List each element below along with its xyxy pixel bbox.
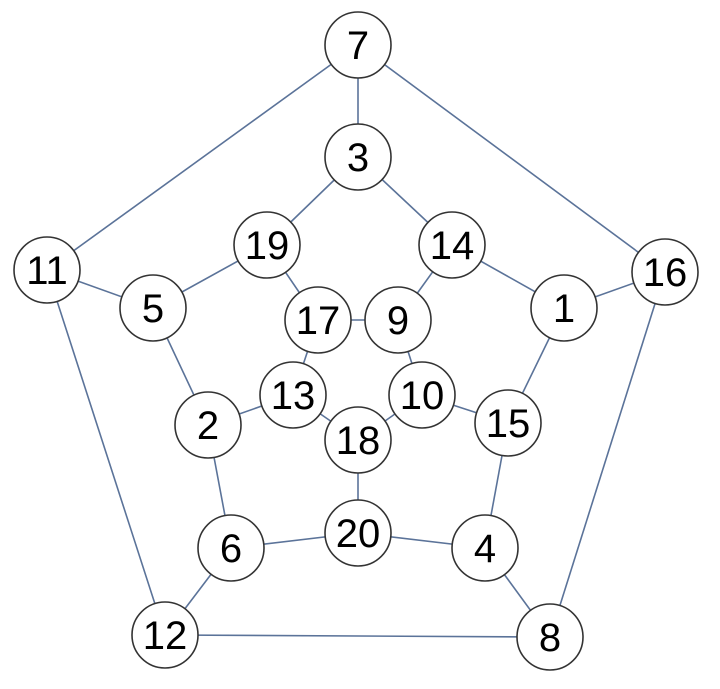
node-label: 5 — [142, 287, 164, 331]
edge-16-8 — [549, 271, 666, 638]
node-10: 10 — [388, 361, 456, 429]
node-20: 20 — [324, 499, 392, 567]
node-label: 19 — [245, 224, 290, 268]
node-2: 2 — [174, 391, 242, 459]
node-circle — [631, 238, 699, 306]
edge-11-12 — [46, 269, 166, 636]
node-13: 13 — [259, 361, 327, 429]
node-label: 16 — [643, 251, 688, 295]
node-label: 14 — [430, 224, 475, 268]
node-circle — [516, 603, 584, 671]
node-1: 1 — [530, 274, 598, 342]
node-label: 11 — [26, 249, 68, 293]
node-circle — [197, 514, 265, 582]
node-circle — [388, 361, 456, 429]
node-label: 1 — [553, 287, 575, 331]
node-circle — [233, 211, 301, 279]
node-label: 13 — [271, 374, 316, 418]
node-label: 3 — [347, 136, 369, 180]
node-5: 5 — [119, 274, 187, 342]
node-4: 4 — [451, 514, 519, 582]
node-label: 8 — [539, 616, 561, 660]
node-circle — [324, 11, 392, 79]
node-6: 6 — [197, 514, 265, 582]
node-label: 6 — [220, 527, 242, 571]
node-label: 2 — [197, 404, 219, 448]
edge-7-16 — [357, 44, 666, 273]
node-label: 9 — [387, 299, 409, 343]
node-circle — [451, 514, 519, 582]
node-label: 17 — [296, 299, 341, 343]
node-label: 4 — [474, 527, 496, 571]
node-circle — [364, 286, 432, 354]
node-circle — [131, 601, 199, 669]
edge-7-11 — [46, 44, 359, 271]
node-8: 8 — [516, 603, 584, 671]
node-circle — [119, 274, 187, 342]
node-19: 19 — [233, 211, 301, 279]
node-circle — [324, 406, 392, 474]
node-label: 7 — [347, 24, 369, 68]
node-14: 14 — [418, 211, 486, 279]
node-17: 17 — [284, 286, 352, 354]
edge-12-8 — [164, 634, 551, 638]
node-label: 15 — [486, 402, 531, 446]
node-18: 18 — [324, 406, 392, 474]
node-label: 20 — [336, 512, 381, 556]
node-3: 3 — [324, 123, 392, 191]
node-label: 12 — [143, 614, 188, 658]
node-label: 18 — [336, 419, 381, 463]
node-circle — [530, 274, 598, 342]
node-circle — [13, 236, 81, 304]
node-circle — [174, 391, 242, 459]
node-circle — [259, 361, 327, 429]
node-16: 16 — [631, 238, 699, 306]
node-11: 11 — [13, 236, 81, 304]
node-circle — [324, 123, 392, 191]
node-circle — [324, 499, 392, 567]
node-12: 12 — [131, 601, 199, 669]
node-7: 7 — [324, 11, 392, 79]
node-circle — [418, 211, 486, 279]
node-9: 9 — [364, 286, 432, 354]
node-15: 15 — [474, 389, 542, 457]
node-circle — [284, 286, 352, 354]
node-circle — [474, 389, 542, 457]
node-label: 10 — [400, 374, 445, 418]
